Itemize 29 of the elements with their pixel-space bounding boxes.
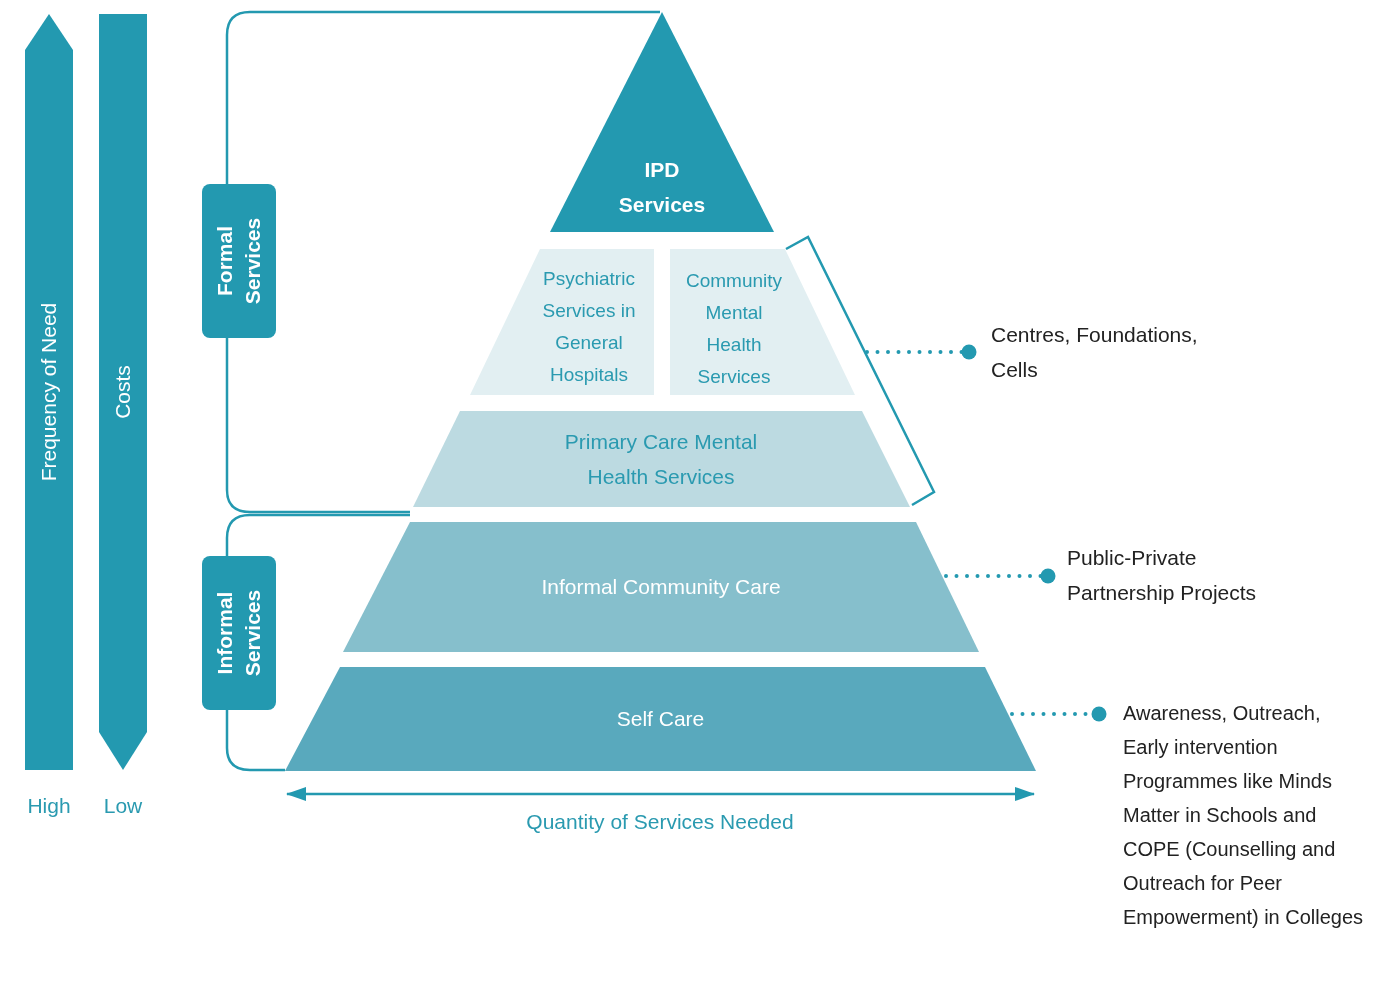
tier-label: Informal Services [212,588,265,679]
up-arrow-band [25,14,73,770]
axis-title: Quantity of Services Needed [526,810,794,833]
pyramid-tier [413,411,910,507]
tier-label: Self Care [616,706,705,732]
tier-label: IPD Services [617,157,707,218]
note-text: Awareness, Outreach, Early intervention Programmes like Minds Matter in Schools and COPE (Counselling and Outreach for Peer Empowerment) in Colleges [1123,701,1365,930]
tier-label: Frequency of Need [36,302,61,482]
pyramid-tier [550,12,774,232]
group-tab [202,184,276,338]
tier-label: Informal Community Care [541,574,781,600]
group-tab [202,556,276,710]
leader-line [1010,706,1107,722]
axis-end-label: Low [103,794,143,817]
pyramid-tier [670,249,855,395]
axis-end-label: High [27,794,71,817]
pyramid-tier [285,667,1036,771]
note-text: Centres, Foundations, Cells [991,322,1199,383]
pyramid-tier [343,522,979,652]
pyramid-tier [470,249,654,395]
tier-label: Costs [110,365,135,419]
bracket [784,235,936,507]
tier-label: Psychiatric Services in General Hospitals [541,267,637,387]
leader-line [944,568,1056,584]
down-arrow-band [99,14,147,770]
tier-label: Formal Services [212,216,265,307]
note-text: Public-Private Partnership Projects [1067,545,1258,606]
tier-label: Community Mental Health Services [684,269,784,389]
tier-label: Primary Care Mental Health Services [563,429,759,490]
